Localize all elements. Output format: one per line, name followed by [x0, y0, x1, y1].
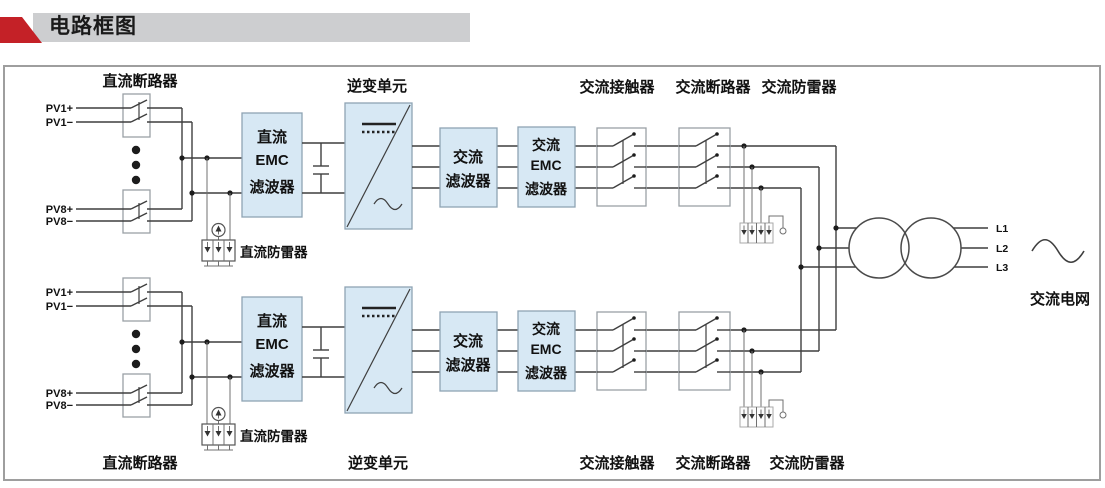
ac-grid-label: 交流电网 [1030, 290, 1090, 308]
pv8-pos-label: PV8+ [46, 388, 73, 400]
top-row: PV1+ PV1− PV8+ PV8− [46, 72, 837, 267]
ac-contactor-block [596, 311, 647, 391]
ac-filter-block [439, 127, 498, 208]
bottom-row: PV1+ PV1− PV8+ PV8− [46, 277, 845, 472]
l2-label: L2 [996, 243, 1008, 255]
ac-contactor-label-bottom: 交流接触器 [579, 454, 655, 472]
sine-wave-icon [373, 381, 403, 395]
pv-wiring [76, 283, 242, 424]
pv8-neg-label: PV8− [46, 216, 73, 228]
pv1-neg-label: PV1− [46, 301, 73, 313]
inverter-block [344, 286, 413, 414]
pv-string-ellipsis [131, 145, 141, 185]
ac-surge-protector [739, 399, 787, 428]
ac-breaker-label-top: 交流断路器 [675, 78, 751, 96]
dc-emc-filter-block [241, 296, 303, 402]
ac-contactor-block [596, 127, 647, 207]
inverter-block [344, 102, 413, 230]
inverter-label-bottom: 逆变单元 [348, 454, 408, 472]
ac-spd-label-top: 交流防雷器 [761, 78, 837, 96]
header-bar [33, 13, 470, 42]
dc-spd-label: 直流防雷器 [240, 244, 308, 260]
dc-breaker-box-2 [122, 189, 151, 234]
pv8-pos-label: PV8+ [46, 204, 73, 216]
dc-surge-protector: 直流防雷器 [201, 222, 308, 267]
ac-emc-filter-block [517, 310, 576, 392]
red-flag-icon [0, 17, 42, 43]
ac-spd-label-bottom: 交流防雷器 [769, 454, 845, 472]
ac-breaker-block [678, 311, 731, 391]
pv-string-ellipsis [131, 329, 141, 369]
pv8-neg-label: PV8− [46, 400, 73, 412]
ac-filter-block [439, 311, 498, 392]
dc-spd-label: 直流防雷器 [240, 428, 308, 444]
ground-terminal-icon [779, 227, 787, 235]
dc-link-capacitor [302, 326, 345, 378]
l1-label: L1 [996, 223, 1008, 235]
dc-emc-filter-block [241, 112, 303, 218]
ac-contactor-label-top: 交流接触器 [579, 78, 655, 96]
ac-surge-protector [739, 215, 787, 244]
ac-filter-label: 交流滤波器 [445, 148, 491, 190]
pv1-neg-label: PV1− [46, 117, 73, 129]
dc-breaker-label-top: 直流断路器 [102, 72, 178, 90]
transformer-icon [848, 217, 962, 279]
ac-filter-label: 交流滤波器 [445, 332, 491, 374]
ac-emc-filter-block [517, 126, 576, 208]
sine-wave-icon [373, 197, 403, 211]
inverter-label-top: 逆变单元 [347, 77, 407, 95]
dc-breaker-box-2 [122, 373, 151, 418]
dc-link-capacitor [302, 142, 345, 194]
grid-section: L1 L2 L3 交流电网 [798, 146, 1090, 372]
page-title: 电路框图 [49, 15, 137, 38]
dc-breaker-label-bottom: 直流断路器 [102, 454, 178, 472]
ac-sine-icon [1031, 238, 1085, 264]
pv1-pos-label: PV1+ [46, 287, 73, 299]
ac-wiring [412, 143, 836, 223]
ac-breaker-block [678, 127, 731, 207]
pv-wiring [76, 99, 242, 240]
ac-breaker-label-bottom: 交流断路器 [675, 454, 751, 472]
ac-wiring [412, 327, 836, 407]
l3-label: L3 [996, 262, 1008, 274]
dc-surge-protector: 直流防雷器 [201, 406, 308, 451]
ground-terminal-icon [779, 411, 787, 419]
pv1-pos-label: PV1+ [46, 103, 73, 115]
